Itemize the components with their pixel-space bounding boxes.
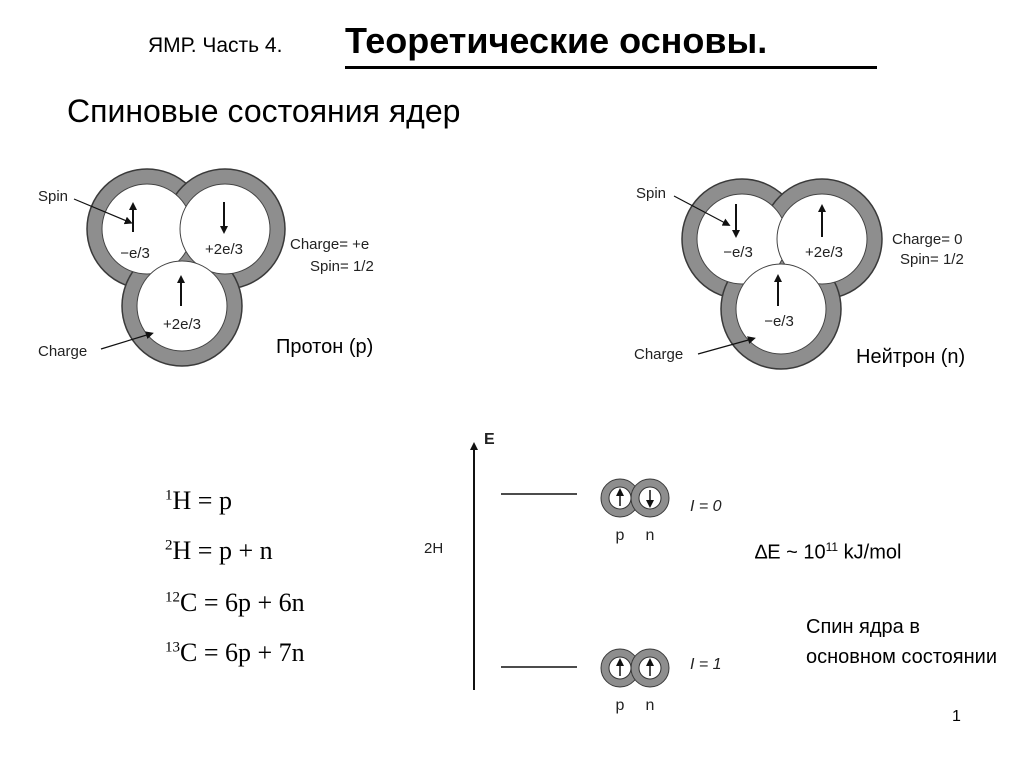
neutron-spin-text: Spin= 1/2 — [900, 251, 964, 268]
delta-e-text: ∆E ~ 1011 kJ/mol — [755, 540, 902, 564]
upper-n-label: n — [646, 527, 655, 544]
neutron-quark2-charge: +2e/3 — [805, 244, 843, 261]
proton-quark1-charge: −e/3 — [120, 245, 150, 262]
lower-nucleon-pair — [600, 648, 670, 688]
neutron-spin-pointer — [673, 195, 731, 226]
proton-spin-label: Spin — [38, 188, 68, 205]
proton-charge-pointer — [100, 331, 154, 350]
slide-prefix: ЯМР. Часть 4. — [148, 34, 283, 57]
neutron-spin-label: Spin — [636, 185, 666, 202]
upper-level-spin-label: I = 0 — [690, 498, 722, 515]
neutron-diagram: −e/3 +2e/3 −e/3 Spin Charge= 0 Spin= 1/2… — [634, 178, 964, 370]
neutron-charge-text: Charge= 0 — [892, 231, 962, 248]
nucleus-label: 2H — [424, 540, 443, 557]
energy-diagram: E 2H p n I = 0 p n I = 1 — [424, 431, 722, 714]
upper-nucleon-pair — [600, 478, 670, 518]
proton-spin-text: Spin= 1/2 — [310, 258, 374, 275]
proton-charge-text: Charge= +e — [290, 236, 369, 253]
lower-level-spin-label: I = 1 — [690, 656, 722, 673]
neutron-caption: Нейтрон (n) — [856, 346, 966, 368]
slide-title: Теоретические основы. — [345, 20, 768, 61]
neutron-quark3-charge: −e/3 — [764, 313, 794, 330]
equation-2h: 2H = p + n — [165, 536, 273, 565]
proton-quark2-charge: +2e/3 — [205, 241, 243, 258]
page-number: 1 — [952, 708, 961, 725]
lower-n-label: n — [646, 697, 655, 714]
nuclear-spin-note: Спин ядра в основном состоянии — [806, 616, 998, 668]
neutron-charge-pointer — [697, 336, 756, 355]
proton-diagram: −e/3 +2e/3 +2e/3 Spin Charge= +e Spin= 1… — [38, 168, 374, 367]
equation-12c: 12C = 6p + 6n — [165, 588, 305, 617]
title-underline — [345, 66, 877, 69]
neutron-charge-label: Charge — [634, 346, 683, 363]
slide-subtitle: Спиновые состояния ядер — [67, 93, 461, 129]
energy-axis-label: E — [484, 431, 495, 448]
neutron-quark1-charge: −e/3 — [723, 244, 753, 261]
equation-1h: 1H = p — [165, 486, 232, 515]
equation-13c: 13C = 6p + 7n — [165, 638, 305, 667]
proton-quark3-charge: +2e/3 — [163, 316, 201, 333]
upper-p-label: p — [616, 527, 625, 544]
lower-p-label: p — [616, 697, 625, 714]
proton-charge-label: Charge — [38, 343, 87, 360]
proton-spin-pointer — [73, 198, 133, 225]
proton-caption: Протон (p) — [276, 336, 374, 358]
